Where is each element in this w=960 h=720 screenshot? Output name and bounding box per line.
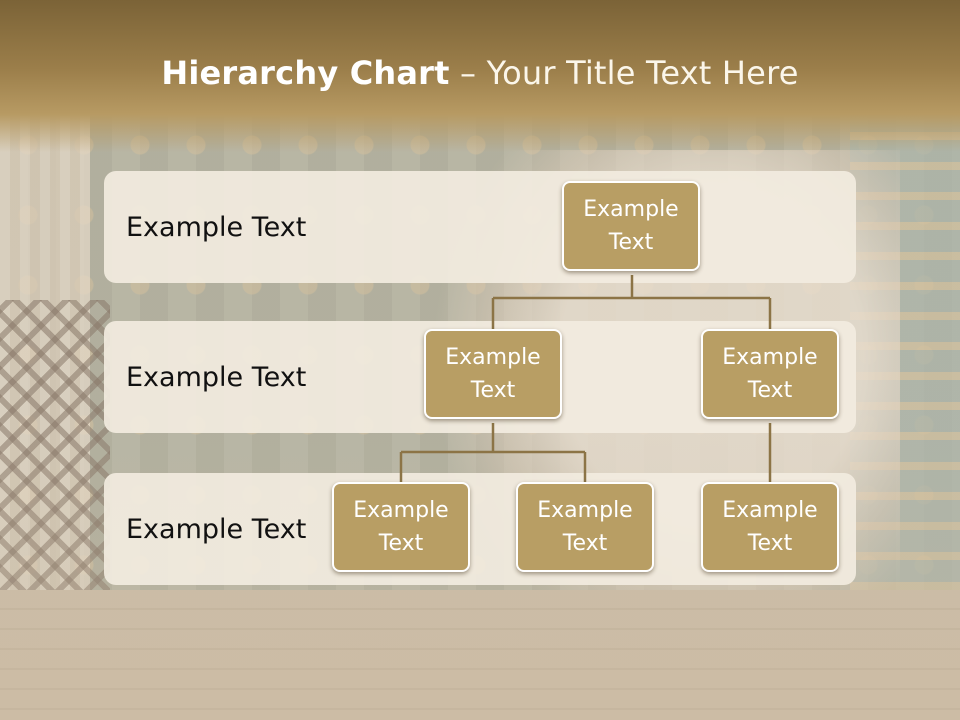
title-bold: Hierarchy Chart [161,54,450,92]
title-bar: Hierarchy Chart – Your Title Text Here [0,0,960,152]
node-root[interactable]: Example Text [562,181,700,271]
node-level2-right[interactable]: Example Text [701,329,839,419]
node-level3-c[interactable]: Example Text [701,482,839,572]
level-label-3: Example Text [126,513,307,545]
node-level2-left[interactable]: Example Text [424,329,562,419]
level-label-1: Example Text [126,211,307,243]
node-level3-a[interactable]: Example Text [332,482,470,572]
node-level3-b[interactable]: Example Text [516,482,654,572]
level-band-1: Example Text [104,171,856,283]
level-label-2: Example Text [126,361,307,393]
slide-title: Hierarchy Chart – Your Title Text Here [0,54,960,92]
title-rest: – Your Title Text Here [449,54,799,92]
